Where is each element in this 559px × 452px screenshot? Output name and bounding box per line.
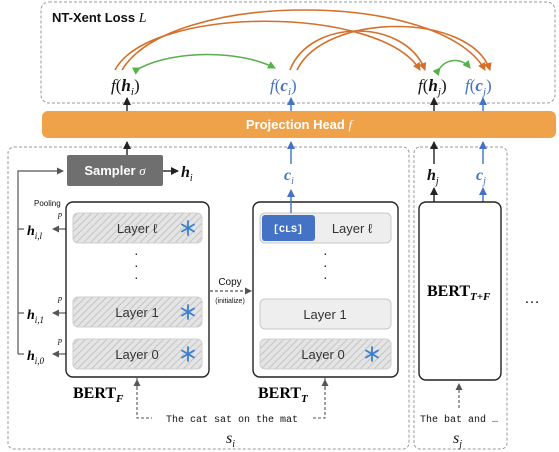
svg-text:·: · — [134, 245, 139, 261]
snowflake-icon — [365, 346, 379, 362]
s-j-label: sj — [453, 430, 462, 450]
bert-t-dots: · · · — [323, 245, 328, 285]
hj-vector: hj — [427, 167, 439, 187]
layer-pool-arrows — [52, 225, 66, 358]
sampler-label: Sampler σ — [84, 163, 146, 178]
hi-layer-0: hi,0 — [27, 349, 45, 366]
cls-token — [262, 215, 315, 241]
hi-layer-l: hi,l — [27, 224, 43, 241]
loss-region — [40, 1, 556, 104]
arc-ci-cj — [296, 25, 492, 71]
bert-f-dots: · · · — [134, 245, 139, 285]
bert-f-layer-1: Layer 1 — [72, 296, 203, 328]
sampler-box — [67, 155, 163, 186]
pool-p-bot: p — [57, 336, 62, 345]
snowflake-icon — [181, 304, 195, 320]
copy-label: Copy — [218, 277, 241, 288]
pool-p-top: p — [57, 210, 62, 219]
loss-title: NT-Xent Loss L — [52, 10, 147, 26]
svg-text:[CLS]: [CLS] — [273, 224, 303, 236]
arc-ci-hj — [289, 30, 427, 71]
right-batch-region — [413, 146, 508, 450]
bert-f-layer-l: Layer ℓ — [72, 212, 203, 244]
cj-vector: cj — [476, 167, 486, 187]
sentence-i: The cat sat on the mat — [166, 414, 298, 426]
bert-t-layer-l: [CLS] Layer ℓ — [259, 212, 392, 244]
arc-hj-cj — [432, 59, 471, 76]
left-batch-region — [7, 146, 410, 450]
hi-vector: hi — [181, 164, 193, 184]
svg-text:Layer 0: Layer 0 — [115, 347, 158, 362]
output-f-cj: f(cj) — [465, 76, 492, 98]
bert-t-layer-0: Layer 0 — [259, 338, 392, 370]
svg-text:Layer ℓ: Layer ℓ — [117, 221, 158, 236]
output-f-hi: f(hi) — [111, 76, 140, 98]
bert-t-layer-1: Layer 1 — [259, 298, 392, 330]
output-f-ci: f(ci) — [270, 76, 297, 98]
bert-tf-frame — [418, 201, 502, 381]
pool-p-mid: p — [57, 294, 62, 303]
arc-hi-cj — [121, 9, 486, 71]
snowflake-icon — [181, 220, 195, 236]
bert-f-name: BERTF — [73, 385, 124, 405]
ci-vector: ci — [284, 167, 294, 187]
output-f-hj: f(hj) — [418, 76, 447, 98]
sentence-j: The bat and … — [420, 414, 498, 426]
svg-text:·: · — [134, 269, 139, 285]
projection-output-arrows — [123, 97, 487, 111]
s-i-label: si — [226, 430, 235, 450]
svg-text:·: · — [134, 257, 139, 273]
contrastive-arcs — [114, 9, 492, 76]
projection-head — [42, 111, 556, 138]
hi-layer-1: hi,1 — [27, 308, 44, 325]
svg-text:·: · — [323, 269, 328, 285]
projection-head-label: Projection Head f — [246, 117, 355, 132]
arc-hi-ci — [131, 53, 276, 75]
more-ellipsis: … — [524, 290, 540, 307]
svg-text:Layer 1: Layer 1 — [115, 305, 158, 320]
svg-text:Layer 0: Layer 0 — [301, 347, 344, 362]
input-i-connector — [136, 377, 326, 419]
svg-text:·: · — [323, 257, 328, 273]
arc-hi-hj — [114, 20, 421, 71]
svg-text:Layer ℓ: Layer ℓ — [332, 221, 373, 236]
bert-f-layer-0: Layer 0 — [72, 338, 203, 370]
snowflake-icon — [181, 346, 195, 362]
bert-t-name: BERTT — [258, 385, 309, 405]
svg-text:·: · — [323, 245, 328, 261]
pooling-label: Pooling — [34, 199, 61, 208]
copy-sublabel: (initialize) — [215, 298, 245, 305]
svg-text:Layer 1: Layer 1 — [303, 307, 346, 322]
pooling-connector — [17, 167, 64, 355]
bert-tf-name: BERTT+F — [427, 283, 491, 303]
